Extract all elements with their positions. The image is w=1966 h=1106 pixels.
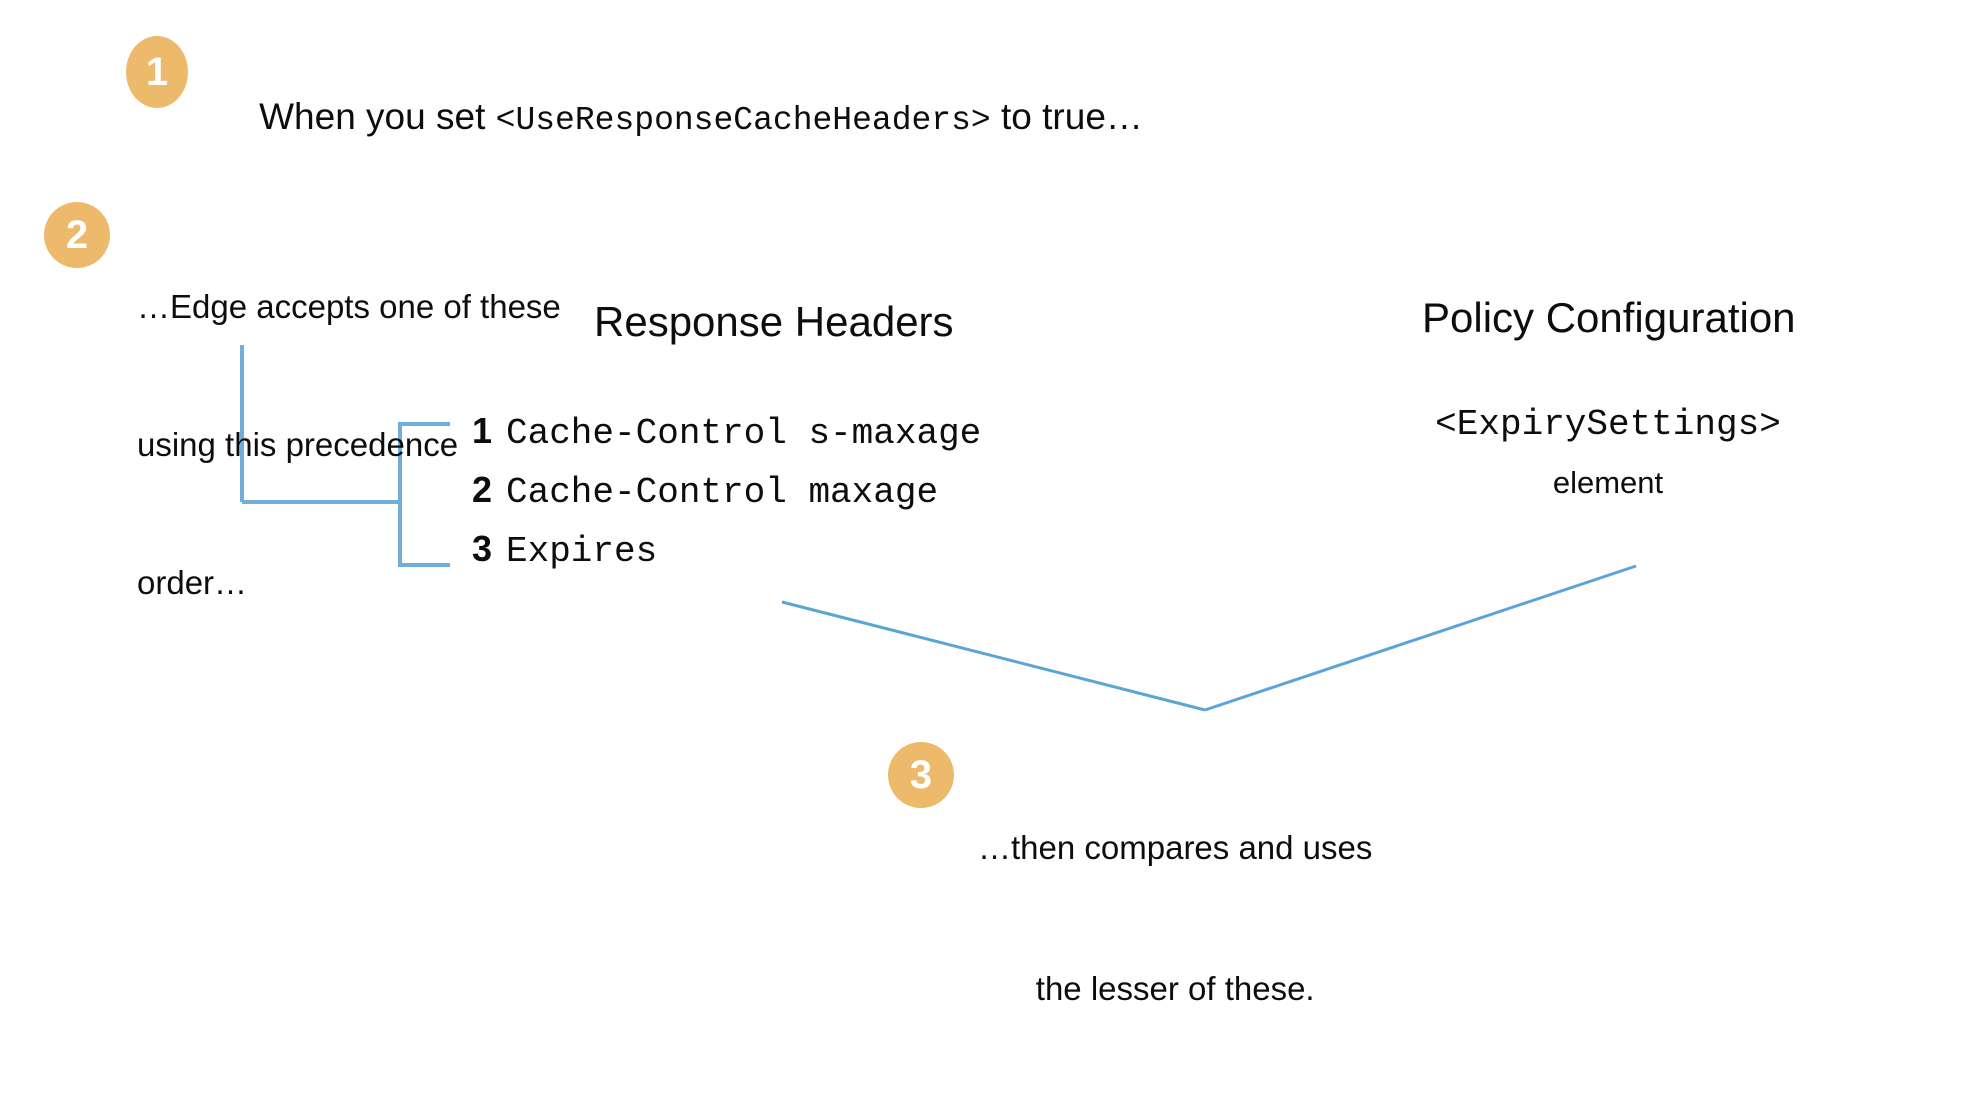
step-3-line-1: …then compares and uses <box>978 829 1373 866</box>
response-header-rank-3: 3 <box>472 528 493 569</box>
step-2-line-1: …Edge accepts one of these <box>137 288 561 325</box>
step-2-line-3: order… <box>137 564 248 601</box>
step-1-prefix: When you set <box>259 96 496 137</box>
policy-configuration-heading: Policy Configuration <box>1422 294 1796 341</box>
response-header-rank-2: 2 <box>472 469 493 510</box>
step-2-line-2: using this precedence <box>137 426 459 463</box>
response-header-rank-1: 1 <box>472 410 493 451</box>
response-header-item-2: 2 Cache-Control maxage <box>472 469 981 528</box>
response-header-item-1: 1 Cache-Control s-maxage <box>472 410 981 469</box>
response-header-name-2: Cache-Control maxage <box>506 472 939 513</box>
policy-configuration-block: <ExpirySettings> element <box>1388 402 1828 506</box>
step-3-line-2: the lesser of these. <box>1035 970 1315 1007</box>
response-header-name-1: Cache-Control s-maxage <box>506 413 982 454</box>
step-1-code: <UseResponseCacheHeaders> <box>495 102 991 139</box>
response-headers-list: 1 Cache-Control s-maxage 2 Cache-Control… <box>472 410 981 587</box>
policy-element-label: element <box>1552 465 1664 500</box>
response-headers-heading: Response Headers <box>594 298 954 345</box>
policy-element-name: <ExpirySettings> <box>1435 404 1781 445</box>
diagram-canvas: 1 When you set <UseResponseCacheHeaders>… <box>44 36 1828 1007</box>
step-badge-3: 3 <box>888 742 954 808</box>
step-badge-1: 1 <box>126 36 188 108</box>
response-header-name-3: Expires <box>506 531 658 572</box>
step-1-text: When you set <UseResponseCacheHeaders> t… <box>218 48 1143 190</box>
response-header-item-3: 3 Expires <box>472 528 981 587</box>
connector-v-left-arm <box>781 600 1206 712</box>
step-3-text: …then compares and uses the lesser of th… <box>978 730 1372 1106</box>
step-2-text: …Edge accepts one of these using this pr… <box>137 192 561 698</box>
step-1-suffix: to true… <box>990 96 1143 137</box>
step-badge-2: 2 <box>44 202 110 268</box>
connector-v-right-arm <box>1204 564 1637 712</box>
